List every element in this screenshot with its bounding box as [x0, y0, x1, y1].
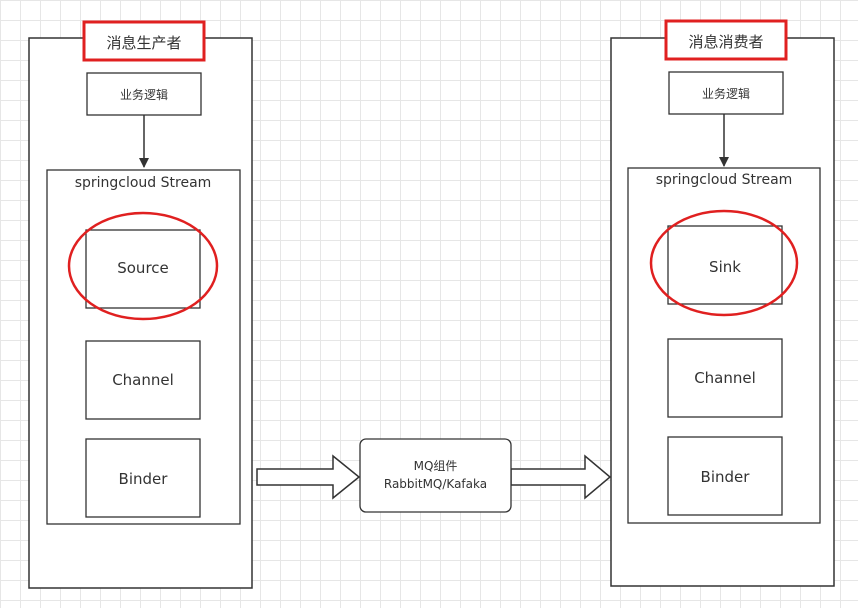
- producer-business-logic-label: 业务逻辑: [120, 87, 168, 102]
- consumer-title-highlight: [664, 19, 788, 61]
- producer-to-mq-arrow: [256, 454, 361, 500]
- producer-channel-label: Channel: [112, 371, 174, 389]
- consumer-channel-box: [667, 338, 783, 418]
- consumer-sink-label: Sink: [709, 258, 741, 276]
- consumer-channel-label: Channel: [694, 369, 756, 387]
- consumer-binder-box: [667, 436, 783, 516]
- producer-title-highlight: [82, 20, 206, 62]
- consumer-business-logic-box: [668, 71, 784, 115]
- producer-source-box: [85, 229, 201, 309]
- consumer-sink-highlight: [649, 209, 799, 317]
- producer-binder-box: [85, 438, 201, 518]
- consumer-title: 消息消费者: [688, 33, 763, 51]
- consumer-sink-box: [667, 225, 783, 305]
- consumer-business-logic-label: 业务逻辑: [702, 86, 750, 101]
- producer-panel: 消息生产者 业务逻辑 springcloud Stream Source Cha…: [28, 20, 253, 589]
- consumer-panel: 消息消费者 业务逻辑 springcloud Stream Sink Chann…: [610, 19, 835, 587]
- producer-channel-box: [85, 340, 201, 420]
- consumer-binder-label: Binder: [701, 468, 751, 486]
- producer-source-highlight: [67, 211, 219, 321]
- mq-label-line1: MQ组件: [414, 459, 458, 473]
- producer-business-logic-box: [86, 72, 202, 116]
- producer-title: 消息生产者: [106, 34, 181, 52]
- mq-component: MQ组件 RabbitMQ/Kafaka: [359, 438, 512, 513]
- mq-label-line2: RabbitMQ/Kafaka: [384, 477, 487, 491]
- producer-stream-label: springcloud Stream: [75, 175, 212, 191]
- mq-to-consumer-arrow: [510, 454, 612, 500]
- producer-source-label: Source: [117, 259, 169, 277]
- consumer-stream-label: springcloud Stream: [656, 172, 793, 188]
- mq-box: [359, 438, 512, 513]
- producer-binder-label: Binder: [119, 470, 169, 488]
